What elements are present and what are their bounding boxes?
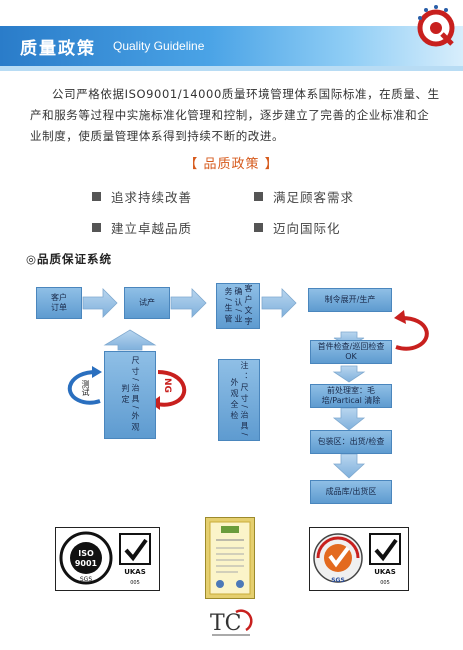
certificate-iso9001: ISO 9001 SGS UKAS 005 <box>55 527 160 591</box>
certificate-sgs-ukas: SGS UKAS 005 <box>309 527 409 591</box>
flow-box-order: 客户订单 <box>36 287 82 319</box>
policy-item: 建立卓越品质 <box>92 218 192 237</box>
flow-box-pre-process: 前处理室：毛培/Partical 清除 <box>310 384 392 408</box>
policy-title: 【 品质政策 】 <box>184 157 279 172</box>
policy-item: 追求持续改善 <box>92 187 192 206</box>
flow-box-packing: 包装区：出货/检查 <box>310 430 392 454</box>
footer-logo-icon: TC <box>210 609 253 636</box>
flow-box-trial: 试产 <box>124 287 170 319</box>
svg-text:ISO: ISO <box>78 549 94 558</box>
section-title: ◎品质保证系统 <box>26 252 113 266</box>
page-title: 质量政策 <box>20 39 96 59</box>
ng-label: NG <box>162 378 172 393</box>
svg-text:005: 005 <box>130 580 140 586</box>
svg-text:005: 005 <box>380 580 390 586</box>
svg-text:UKAS: UKAS <box>374 568 396 576</box>
certificate-document <box>205 517 255 599</box>
flow-box-warehouse: 成品库/出货区 <box>310 480 392 504</box>
flow-box-measure-check: 尺寸/治具/外观判定 <box>104 351 156 439</box>
sgs-certification-mark-icon: SGS UKAS 005 <box>313 533 401 586</box>
bullet-square-icon <box>254 192 263 201</box>
policy-item: 满足顾客需求 <box>254 187 354 206</box>
svg-text:SGS: SGS <box>80 576 92 583</box>
bullet-square-icon <box>92 223 101 232</box>
header-strip <box>0 66 463 71</box>
flow-box-production: 制令展开/生产 <box>308 288 392 312</box>
flow-box-confirm: 客户文字确认/业务/生管 <box>216 283 260 329</box>
test-label: 测试 <box>81 380 90 396</box>
bullet-square-icon <box>92 192 101 201</box>
flow-box-first-check: 首件检查/巡回检查OK <box>310 340 392 364</box>
bullet-square-icon <box>254 223 263 232</box>
intro-paragraph: 公司严格依据ISO9001/14000质量环境管理体系国际标准，在质量、生产和服… <box>30 87 440 143</box>
certificate-document-icon <box>209 521 251 595</box>
svg-text:UKAS: UKAS <box>124 568 146 576</box>
page-subtitle: Quality Guideline <box>113 39 205 53</box>
svg-text:TC: TC <box>210 611 242 636</box>
svg-text:9001: 9001 <box>75 559 98 568</box>
flow-box-full-check: 注：尺寸/治具/外观全检 <box>218 359 260 441</box>
policy-item: 迈向国际化 <box>254 218 341 237</box>
iso-certification-mark-icon: ISO 9001 SGS UKAS 005 <box>59 531 151 586</box>
company-logo-icon <box>417 5 455 47</box>
header-bar <box>0 26 463 66</box>
svg-text:SGS: SGS <box>331 577 345 584</box>
